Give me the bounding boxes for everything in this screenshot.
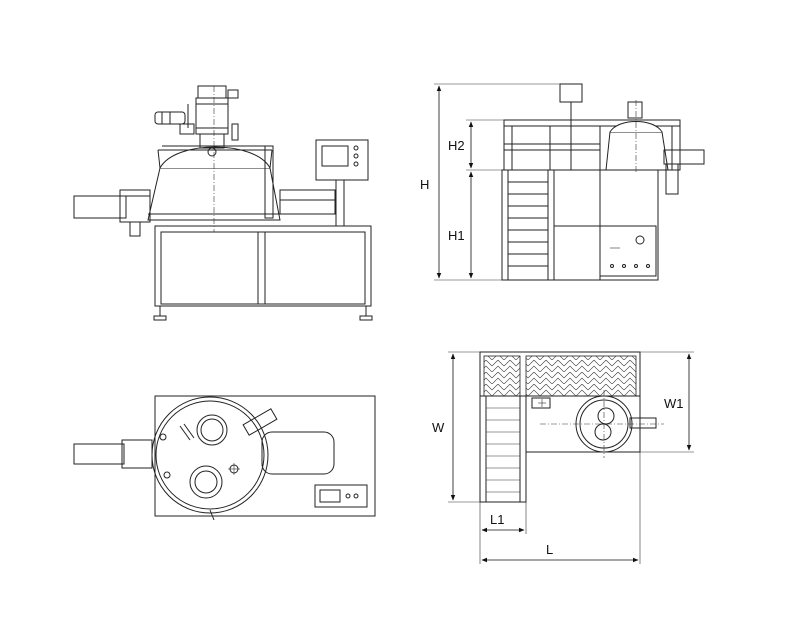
dimension-label-l1: L1 bbox=[490, 512, 504, 527]
top-view bbox=[73, 395, 376, 521]
dimension-label-h2: H2 bbox=[448, 138, 465, 153]
dimension-label-w1: W1 bbox=[664, 396, 684, 411]
dimension-label-w: W bbox=[432, 420, 445, 435]
stair-steps bbox=[508, 181, 548, 267]
plan-view: W W1 L1 L bbox=[432, 351, 694, 564]
dimension-label-h: H bbox=[420, 177, 429, 192]
side-view: H H2 H1 bbox=[420, 83, 705, 281]
dimension-label-h1: H1 bbox=[448, 228, 465, 243]
dimension-label-l: L bbox=[546, 542, 553, 557]
plan-stair-steps bbox=[486, 407, 520, 493]
front-view bbox=[73, 85, 373, 321]
